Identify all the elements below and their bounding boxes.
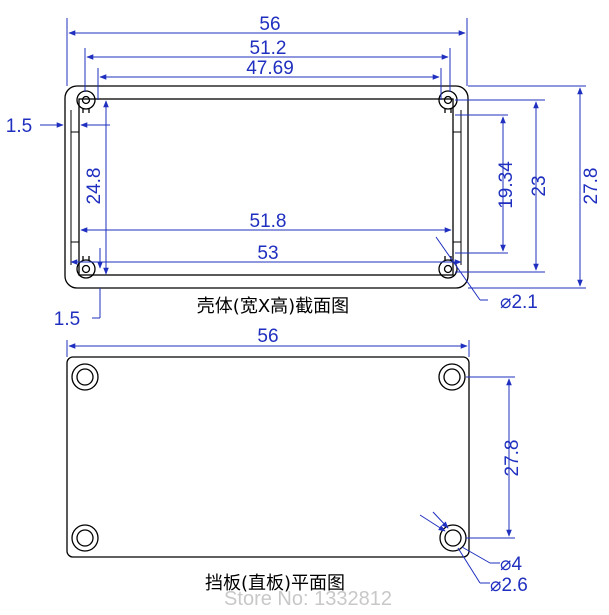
leader-dia-2-6 <box>457 547 481 584</box>
housing-inner-outline <box>78 98 454 276</box>
label-dia-2-6: ⌀2.6 <box>490 575 528 596</box>
label-wall-1-5-bottom: 1.5 <box>54 309 80 330</box>
end-plate-dimension-labels: 56 27.8 ⌀4 ⌀2.6 <box>257 326 527 596</box>
label-height-24-8: 24.8 <box>84 168 105 205</box>
leader-dia-2-1 <box>435 236 481 301</box>
end-plate-view <box>66 356 470 558</box>
store-watermark: Store No: 1332812 <box>224 588 392 610</box>
label-height-19-34: 19.34 <box>496 161 517 209</box>
plate-hole-bottom-left <box>71 524 99 552</box>
end-plate-dimensions <box>66 340 515 584</box>
screw-channel-top-left <box>76 90 96 113</box>
label-width-51-2: 51.2 <box>250 38 287 59</box>
housing-caption: 壳体(宽X高)截面图 <box>197 296 349 317</box>
screw-channel-top-right <box>438 90 458 113</box>
label-dia-2-1: ⌀2.1 <box>500 292 538 313</box>
label-width-53: 53 <box>257 243 278 264</box>
label-height-23: 23 <box>529 175 550 196</box>
leader-dia-4-arrow <box>419 514 446 532</box>
label-width-56: 56 <box>259 14 280 35</box>
plate-hole-top-right <box>438 363 466 391</box>
leader-dia-4 <box>461 546 491 564</box>
label-dia-4: ⌀4 <box>500 554 522 575</box>
label-height-27-8: 27.8 <box>581 168 602 205</box>
housing-outer-outline <box>64 85 469 289</box>
plate-hole-top-left <box>71 363 99 391</box>
end-plate-outline <box>66 356 470 558</box>
end-plate-caption: 挡板(直板)平面图 <box>205 573 345 594</box>
housing-dimensions <box>40 18 586 319</box>
leader-dia-2-6-arrow <box>432 511 449 529</box>
label-width-51-8: 51.8 <box>250 211 287 232</box>
housing-dimension-labels: 56 51.2 47.69 51.8 53 1.5 1.5 ⌀2.1 24.8 … <box>6 14 602 330</box>
label-wall-1-5-left: 1.5 <box>6 116 32 137</box>
label-plate-width-56: 56 <box>257 326 278 347</box>
label-width-47-69: 47.69 <box>246 58 294 79</box>
label-plate-height-27-8: 27.8 <box>502 440 523 477</box>
